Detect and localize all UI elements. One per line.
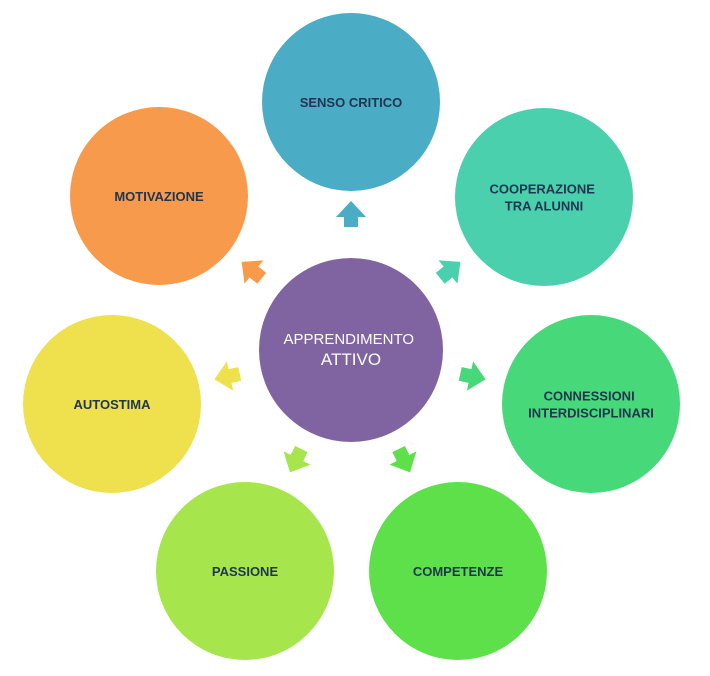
node-label: PASSIONE — [212, 564, 279, 579]
node-circle — [156, 482, 334, 660]
center-label: APPRENDIMENTO ATTIVO — [283, 331, 418, 369]
node-autostima: AUTOSTIMA — [23, 315, 201, 493]
node-senso-critico: SENSO CRITICO — [262, 13, 440, 191]
center-circle — [259, 258, 443, 442]
node-cooperazione: COOPERAZIONE TRA ALUNNI — [455, 108, 633, 286]
node-circle — [502, 315, 680, 493]
node-competenze: COMPETENZE — [369, 482, 547, 660]
node-label: CONNESSIONI INTERDISCIPLINARI — [528, 389, 654, 421]
arrow-connessioni-icon — [458, 361, 486, 391]
node-circle — [262, 13, 440, 191]
node-circle — [455, 108, 633, 286]
node-circle — [369, 482, 547, 660]
node-circle — [23, 315, 201, 493]
arrow-passione-icon — [283, 445, 311, 473]
arrow-senso-critico-icon — [336, 201, 366, 227]
center-node: APPRENDIMENTO ATTIVO — [259, 258, 443, 442]
node-circle — [70, 107, 248, 285]
node-label: COOPERAZIONE TRA ALUNNI — [489, 182, 598, 214]
arrows — [214, 201, 486, 473]
arrow-autostima-icon — [214, 361, 242, 391]
arrow-motivazione-icon — [241, 260, 267, 284]
node-label: AUTOSTIMA — [73, 397, 151, 412]
arrow-competenze-icon — [389, 445, 417, 473]
node-connessioni: CONNESSIONI INTERDISCIPLINARI — [502, 315, 680, 493]
arrow-cooperazione-icon — [435, 260, 461, 284]
node-label: MOTIVAZIONE — [114, 189, 204, 204]
node-label: SENSO CRITICO — [300, 95, 403, 110]
node-label: COMPETENZE — [413, 564, 504, 579]
node-passione: PASSIONE — [156, 482, 334, 660]
node-motivazione: MOTIVAZIONE — [70, 107, 248, 285]
